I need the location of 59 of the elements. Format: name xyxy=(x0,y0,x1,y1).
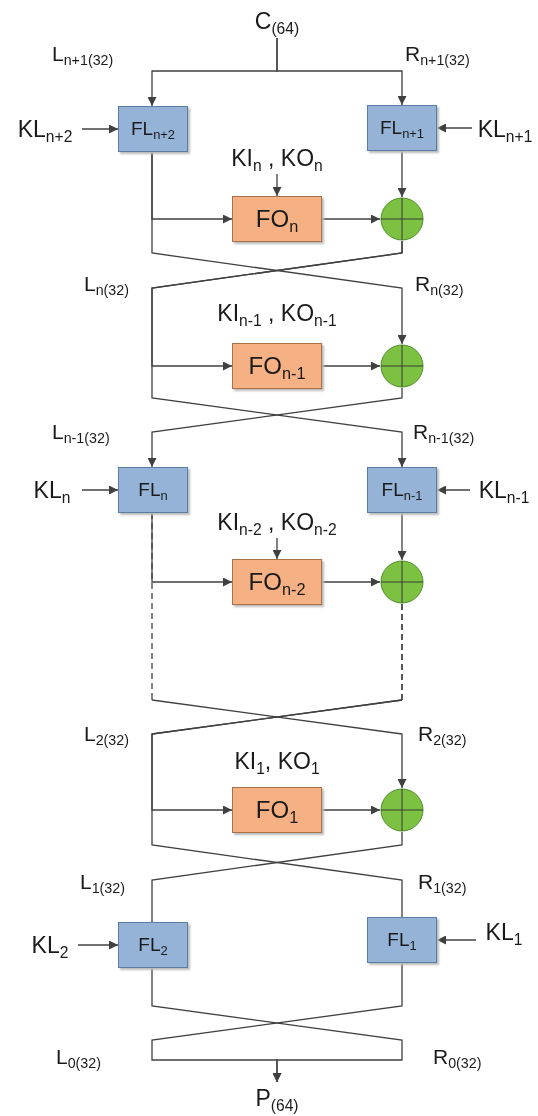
arrow xyxy=(321,805,381,815)
function-box: FL$_{n-1}$ xyxy=(367,467,437,513)
arrow xyxy=(147,387,403,468)
arrow xyxy=(77,940,119,950)
arrow xyxy=(81,124,119,134)
key-label: KL$_{n}$ xyxy=(22,473,82,507)
arrow xyxy=(81,485,119,495)
function-box: FO$_{n-2}$ xyxy=(232,559,322,605)
half-block-label: L$_{1(32)}$ xyxy=(80,870,125,894)
arrow xyxy=(151,240,407,468)
half-block-label: R$_{n+1(32)}$ xyxy=(405,42,470,66)
data-label: C$_{(64)}$ xyxy=(247,4,307,38)
function-box: FO$_{n}$ xyxy=(232,196,322,242)
function-box: FL$_{2}$ xyxy=(118,922,188,968)
key-label: KI$_{n}$ , KO$_{n}$ xyxy=(215,142,339,174)
half-block-label: L$_{n-1(32)}$ xyxy=(52,420,110,444)
key-label: KL$_{n+1}$ xyxy=(472,112,538,146)
function-box: FL$_{1}$ xyxy=(367,917,437,963)
arrow xyxy=(276,37,407,106)
half-block-label: L$_{0(32)}$ xyxy=(56,1045,101,1069)
half-block-label: L$_{2(32)}$ xyxy=(84,722,129,746)
half-block-label: R$_{n(32)}$ xyxy=(415,272,464,296)
key-label: KL$_{1}$ xyxy=(476,915,532,949)
arrow xyxy=(151,151,407,345)
function-box: FL$_{n+2}$ xyxy=(118,106,188,152)
arrow xyxy=(436,485,471,495)
half-block-label: R$_{n-1(32)}$ xyxy=(413,420,475,444)
xor-symbol xyxy=(380,560,424,604)
key-label: KL$_{2}$ xyxy=(22,928,78,962)
xor-symbol xyxy=(380,344,424,388)
arrow xyxy=(151,512,407,789)
arrow xyxy=(321,361,381,371)
arrow xyxy=(321,214,381,224)
arrow xyxy=(397,512,407,561)
function-box: FL$_{n+1}$ xyxy=(367,105,437,151)
function-box: FO$_{n-1}$ xyxy=(232,343,322,389)
data-label: P$_{(64)}$ xyxy=(252,1082,302,1114)
arrow xyxy=(436,123,473,133)
arrow xyxy=(272,173,282,197)
connector-line xyxy=(151,831,403,923)
half-block-label: R$_{0(32)}$ xyxy=(433,1045,482,1069)
arrow xyxy=(397,150,407,198)
half-block-label: L$_{n+1(32)}$ xyxy=(52,42,114,66)
arrow xyxy=(272,537,282,560)
half-block-label: R$_{1(32)}$ xyxy=(418,870,467,894)
key-label: KI$_{n-2}$ , KO$_{n-2}$ xyxy=(200,506,354,538)
half-block-label: R$_{2(32)}$ xyxy=(418,722,467,746)
key-label: KI$_{n-1}$ , KO$_{n-1}$ xyxy=(216,300,338,327)
connector-line xyxy=(151,603,403,918)
xor-symbol xyxy=(380,788,424,832)
xor-symbol xyxy=(380,197,424,241)
key-label: KL$_{n-1}$ xyxy=(470,473,538,507)
key-label: KI$_{1}$, KO$_{1}$ xyxy=(233,748,321,775)
function-box: FL$_{n}$ xyxy=(118,467,188,513)
arrow xyxy=(436,935,477,945)
key-label: KL$_{n+2}$ xyxy=(8,112,82,146)
arrow xyxy=(321,577,381,587)
half-block-label: L$_{n(32)}$ xyxy=(84,272,129,296)
function-box: FO$_{1}$ xyxy=(232,787,322,833)
